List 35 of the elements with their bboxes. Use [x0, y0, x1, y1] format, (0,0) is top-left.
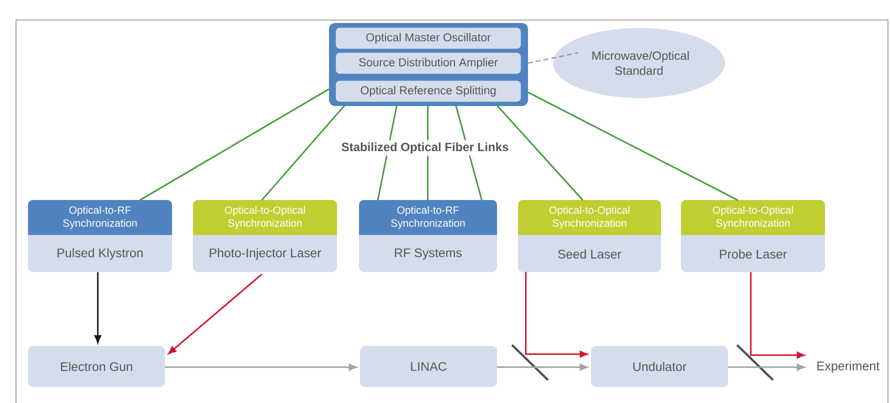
arrow — [525, 272, 588, 358]
sync-card — [518, 200, 661, 272]
sync-card — [359, 200, 497, 272]
module-box: Optical Master Oscillator — [336, 28, 521, 49]
connector-line — [261, 104, 346, 201]
header-band: Optical-to-Optical Synchronization — [681, 200, 825, 235]
header-band: Optical-to-Optical Synchronization — [518, 200, 661, 235]
card-title: RF Systems — [395, 248, 462, 260]
header-band: Optical-to-RF Synchronization — [28, 200, 172, 235]
arrow — [728, 364, 805, 371]
stage-box: LINAC — [360, 346, 497, 387]
card-title: Seed Laser — [558, 249, 622, 259]
header-band: Optical-to-Optical Synchronization — [193, 200, 337, 235]
sync-card — [681, 200, 825, 272]
link-label: Stabilized Optical Fiber Links — [339, 140, 511, 156]
arrow — [496, 364, 588, 371]
arrow — [164, 364, 357, 371]
sync-card — [193, 200, 337, 272]
header-band: Optical-to-RF Synchronization — [359, 200, 497, 235]
sync-card — [28, 200, 172, 272]
arrow — [168, 274, 262, 354]
stage-box: Undulator — [591, 346, 728, 387]
card-title: Photo-Injector Laser — [210, 248, 322, 260]
connector-line — [139, 88, 330, 201]
arrow — [94, 272, 102, 344]
arrow — [750, 272, 805, 359]
stage-box: Electron Gun — [28, 346, 166, 387]
connector-line — [527, 92, 738, 201]
connector-line — [496, 104, 584, 201]
module-box: Source Distribution Amplier — [336, 52, 521, 74]
card-title: Pulsed Klystron — [58, 248, 143, 260]
module-box: Optical Reference Splitting — [336, 80, 521, 102]
target-label: Experiment — [817, 361, 880, 373]
card-title: Probe Laser — [720, 249, 787, 259]
dashed-line — [528, 52, 578, 64]
